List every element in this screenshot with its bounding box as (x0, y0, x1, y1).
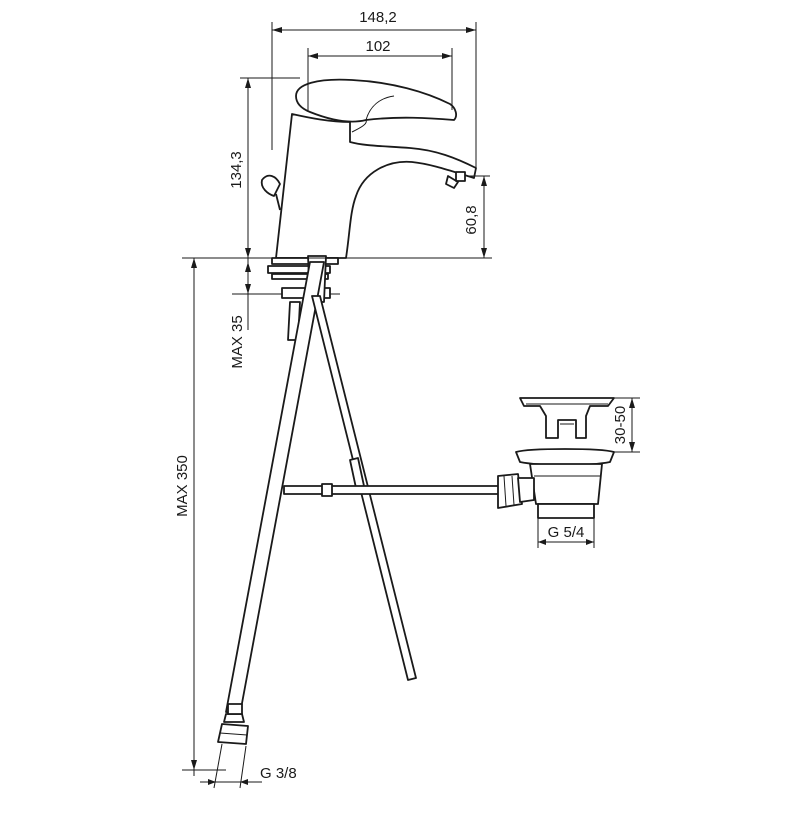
dim-hose-length: MAX 350 (174, 455, 191, 517)
dim-spout-height: 60,8 (463, 205, 480, 234)
faucet-body (260, 78, 477, 265)
dim-total-height: 134,3 (228, 151, 245, 189)
pop-up-rod (283, 295, 507, 681)
flexible-hose (217, 261, 325, 745)
dimension-labels: 148,2 102 134,3 60,8 MAX 35 MAX 350 30-5… (174, 9, 629, 782)
dim-spout-reach: 102 (365, 38, 390, 55)
dim-waste-plug-height: 30-50 (612, 406, 629, 444)
waste-assembly (497, 397, 615, 519)
dim-hose-thread: G 3/8 (260, 765, 297, 782)
dim-overall-reach: 148,2 (359, 9, 397, 26)
dim-deck-thickness: MAX 35 (229, 315, 246, 368)
dimension-lines (182, 22, 640, 789)
dim-waste-thread: G 5/4 (548, 524, 585, 541)
